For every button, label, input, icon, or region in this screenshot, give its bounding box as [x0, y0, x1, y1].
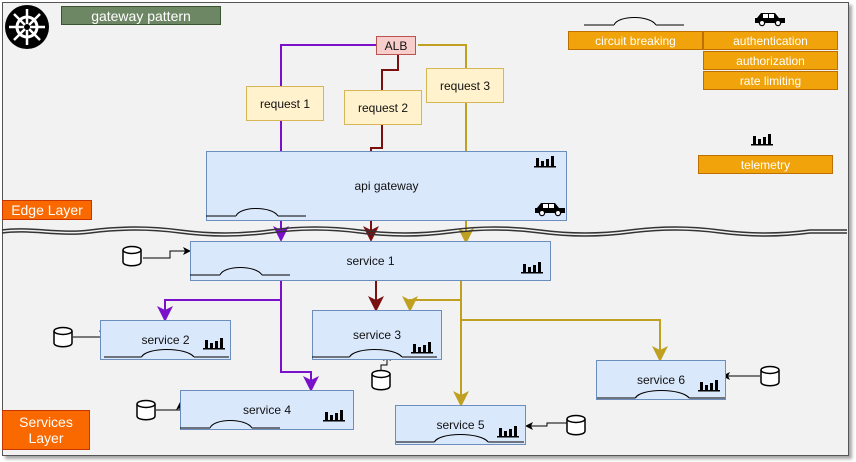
service-5-label: service 5: [436, 418, 485, 432]
db-arrow-s3: [380, 353, 391, 370]
request-2[interactable]: request 2: [344, 90, 422, 125]
legend-rate-limiting: rate limiting: [703, 71, 838, 90]
route-s1-s2: [157, 281, 282, 322]
service-2[interactable]: service 2: [100, 320, 231, 360]
service-1-label: service 1: [346, 254, 395, 268]
diagram-title: gateway pattern: [61, 6, 221, 25]
route-s1-s3-gold: [402, 281, 462, 312]
service-4[interactable]: service 4: [180, 390, 354, 430]
edge-layer-label: Edge Layer: [2, 200, 92, 220]
service-4-label: service 4: [242, 403, 292, 417]
service-5[interactable]: service 5: [395, 405, 526, 445]
service-3-label: service 3: [352, 328, 402, 342]
route-s1-s6: [461, 319, 668, 362]
legend-telemetry: telemetry: [698, 155, 833, 174]
kubernetes-icon: [2, 2, 52, 52]
request-3[interactable]: request 3: [426, 68, 504, 103]
db-arrow-s1: [143, 247, 191, 259]
legend-circuit-breaking: circuit breaking: [568, 31, 703, 50]
services-layer-label: Services Layer: [2, 410, 90, 450]
alb-node[interactable]: ALB: [376, 36, 416, 55]
db-arrow-s2: [73, 324, 107, 338]
service-3[interactable]: service 3: [312, 310, 442, 360]
service-6-label: service 6: [636, 373, 686, 387]
db-arrow-s5: [525, 422, 567, 430]
request-1[interactable]: request 1: [246, 86, 324, 121]
service-1[interactable]: service 1: [190, 241, 551, 281]
api-gateway-label: api gateway: [354, 179, 419, 193]
service-2-label: service 2: [141, 333, 190, 347]
route-gold-alb: [418, 44, 467, 151]
db-arrow-s4: [156, 402, 184, 411]
route-s1-s4: [280, 281, 319, 392]
api-gateway[interactable]: api gateway: [206, 151, 567, 221]
layer-separator: [1, 226, 847, 234]
service-6[interactable]: service 6: [596, 360, 726, 400]
legend-authorization: authorization: [703, 51, 838, 70]
legend-authentication: authentication: [703, 31, 838, 50]
